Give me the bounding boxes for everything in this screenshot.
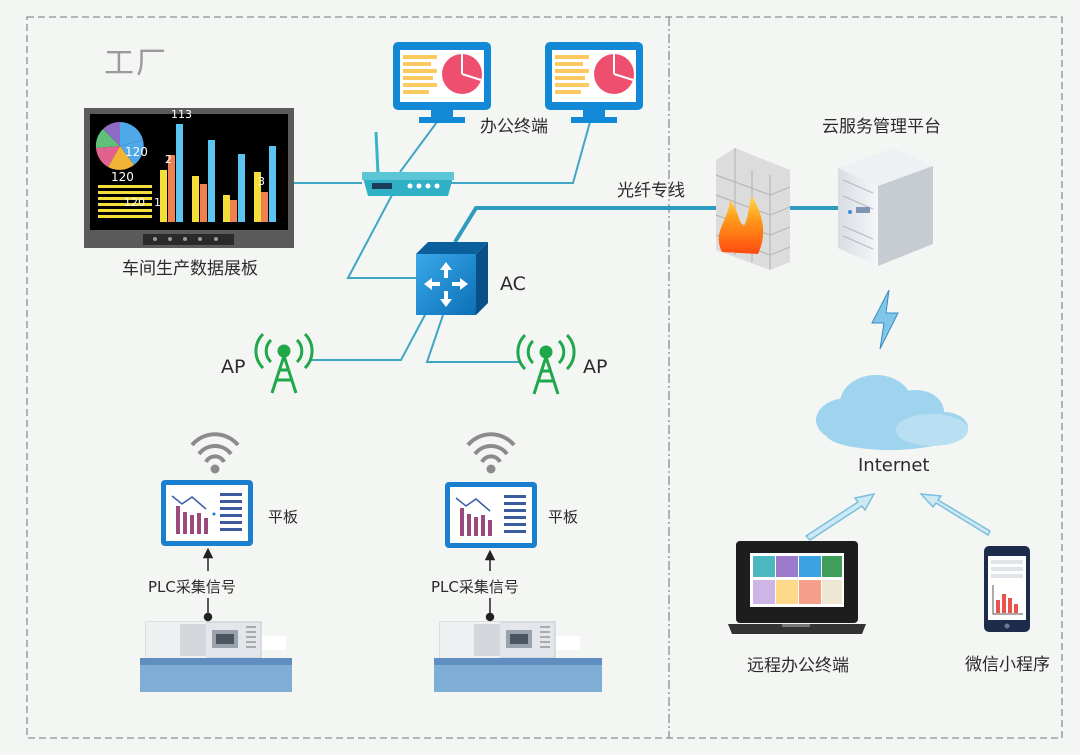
link-ac-ap-left <box>310 312 427 361</box>
firewall-icon <box>715 148 791 270</box>
plc-arrow-2 <box>484 549 496 622</box>
plc-arrow-1 <box>202 547 214 622</box>
ac-switch <box>416 242 488 315</box>
wechat-mini-label: 微信小程序 <box>965 655 1050 675</box>
dashboard-label: 车间生产数据展板 <box>122 259 258 279</box>
remote-office-label: 远程办公终端 <box>747 656 849 676</box>
ap-tower-left <box>254 332 314 394</box>
lightning-icon <box>871 289 899 350</box>
ac-arrows-icon <box>424 262 468 307</box>
office-monitor-2 <box>545 42 643 123</box>
link-router-office-2 <box>440 121 591 184</box>
dashboard-value-pie-b: 120 <box>111 170 134 184</box>
plc-2-label: PLC采集信号 <box>431 578 519 596</box>
fiber-line-label: 光纤专线 <box>617 181 685 201</box>
plc-1-label: PLC采集信号 <box>148 578 236 596</box>
factory-title: 工厂 <box>104 46 168 81</box>
router <box>362 131 454 196</box>
dashboard-screen: 113 120 120 120 1 2 3 <box>84 108 294 248</box>
dashboard-value-pie-a: 120 <box>125 145 148 159</box>
tablet-2 <box>445 482 537 548</box>
tablet-2-label: 平板 <box>548 508 579 526</box>
wifi-icon <box>466 432 516 474</box>
dashboard-value-small-b: 2 <box>165 153 172 166</box>
link-router-ac <box>346 194 418 279</box>
laptop-icon <box>728 541 866 634</box>
arrow-laptop-internet <box>804 492 876 541</box>
phone-icon <box>984 546 1030 632</box>
dashboard-list <box>98 185 152 218</box>
link-router-office-1 <box>399 121 438 173</box>
server-icon <box>838 148 933 266</box>
fiber-line <box>453 206 716 244</box>
office-monitor-1 <box>393 42 491 123</box>
ap-label-right: AP <box>583 356 608 378</box>
plc-machine-2 <box>434 621 602 692</box>
dashboard-value-small-a: 1 <box>154 196 161 209</box>
dashboard-pie <box>95 121 144 170</box>
office-terminal-label: 办公终端 <box>480 117 548 137</box>
plc-machine-1 <box>140 621 292 692</box>
dashboard-value-small-c: 3 <box>258 175 265 188</box>
dashboard-value-top: 113 <box>171 108 192 121</box>
tablet-1-label: 平板 <box>268 508 299 526</box>
internet-label: Internet <box>858 455 930 476</box>
tablet-1 <box>161 480 253 546</box>
cloud-platform-label: 云服务管理平台 <box>822 117 941 137</box>
link-ac-ap-right <box>425 314 520 363</box>
cloud-icon <box>816 375 968 450</box>
arrow-phone-internet <box>919 493 991 537</box>
wifi-icon <box>190 432 240 474</box>
ap-label-left: AP <box>221 356 246 378</box>
region-borders <box>26 16 1063 739</box>
dashboard-buttons <box>153 237 218 241</box>
dashboard-bars <box>160 124 276 222</box>
ap-tower-right <box>516 333 576 395</box>
dashboard-value-list: 120 <box>124 196 145 209</box>
connection-lines <box>293 121 838 363</box>
ac-label: AC <box>500 273 526 295</box>
